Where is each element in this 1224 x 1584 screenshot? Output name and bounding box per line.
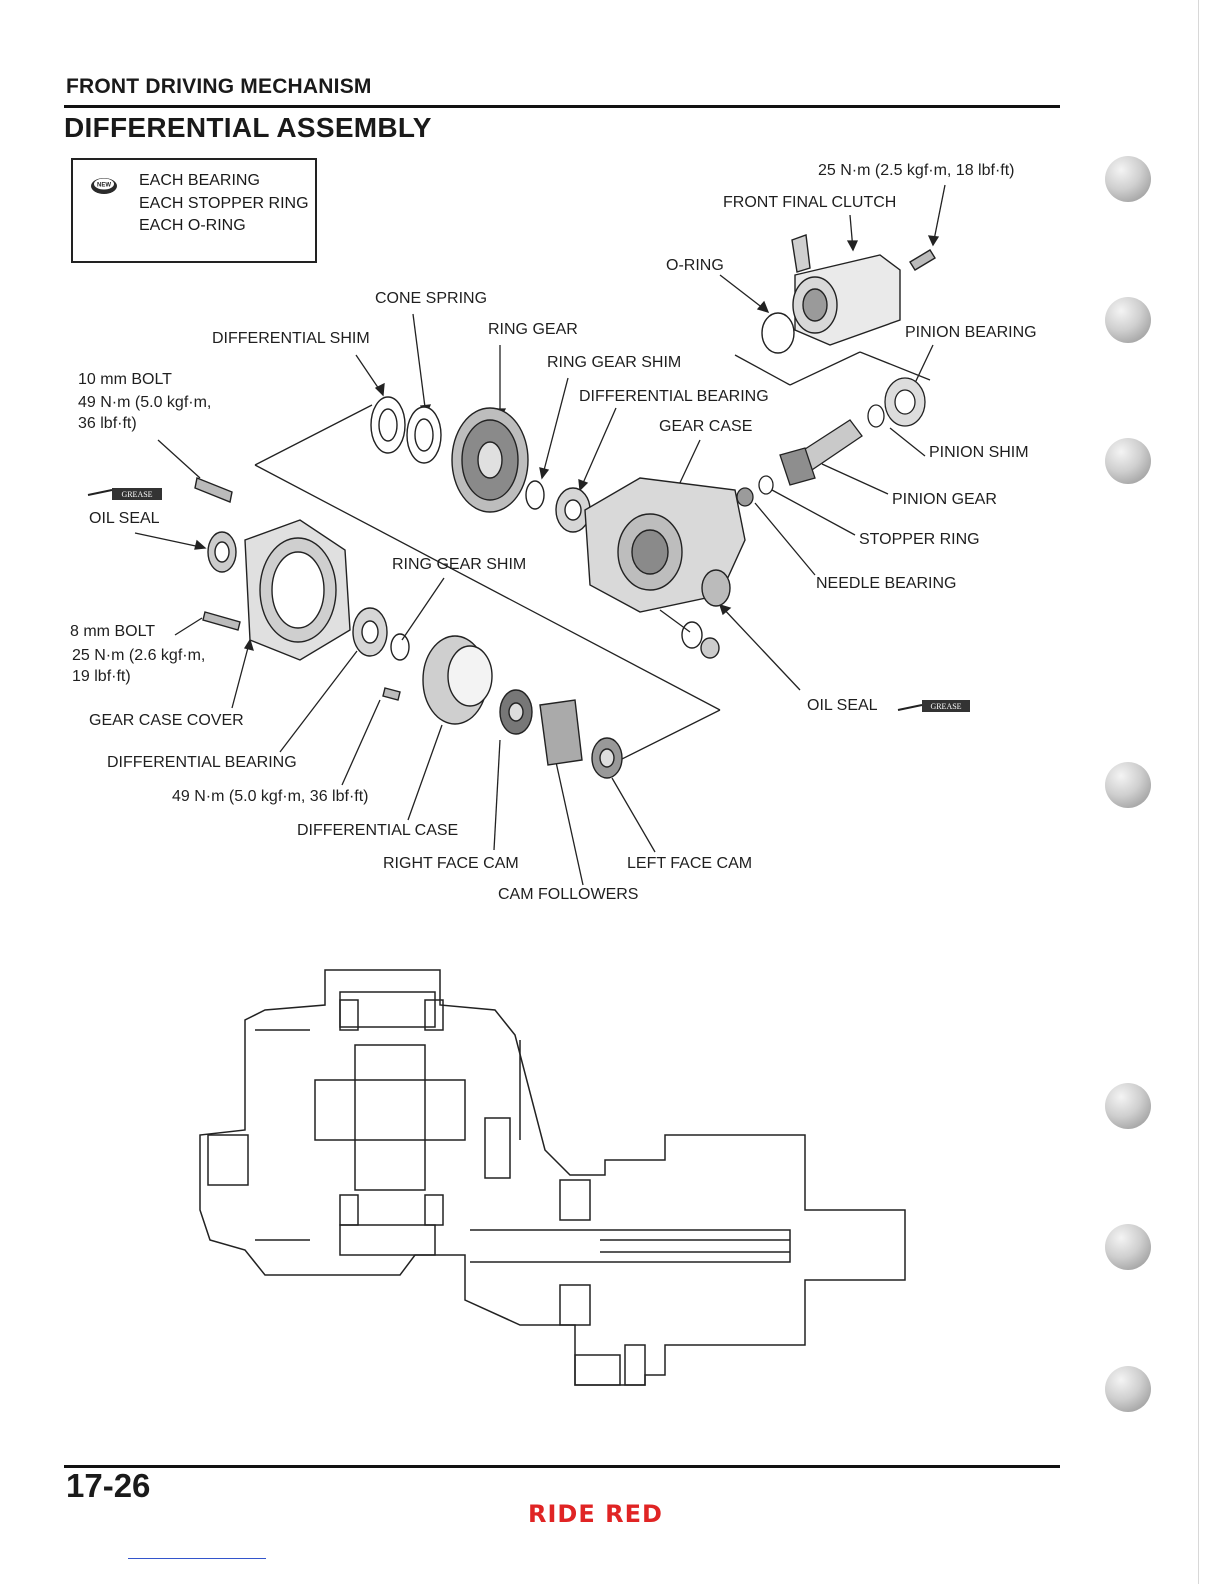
svg-text:GREASE: GREASE bbox=[930, 702, 961, 711]
grease-icon-right: GREASE bbox=[897, 700, 970, 712]
label-differential-shim: DIFFERENTIAL SHIM bbox=[212, 330, 370, 347]
label-gear-case-cover: GEAR CASE COVER bbox=[89, 712, 244, 729]
footer-brand-logo: RIDE RED bbox=[528, 1500, 663, 1528]
binder-hole bbox=[1105, 1366, 1151, 1412]
label-o-ring: O-RING bbox=[666, 257, 724, 274]
label-differential-bearing-top: DIFFERENTIAL BEARING bbox=[579, 388, 769, 405]
label-ring-gear-shim-top: RING GEAR SHIM bbox=[547, 354, 682, 371]
binder-hole bbox=[1105, 1224, 1151, 1270]
new-icon-text: NEW bbox=[97, 183, 111, 189]
label-8mm-bolt-torque-2: 19 lbf·ft) bbox=[72, 668, 131, 685]
note-each-o-ring: EACH O-RING bbox=[139, 217, 246, 234]
label-10mm-bolt-torque-1: 49 N·m (5.0 kgf·m, bbox=[78, 394, 212, 411]
label-pinion-bearing: PINION BEARING bbox=[905, 324, 1037, 341]
label-8mm-bolt-torque-1: 25 N·m (2.6 kgf·m, bbox=[72, 647, 206, 664]
label-differential-case: DIFFERENTIAL CASE bbox=[297, 822, 459, 839]
label-10mm-bolt: 10 mm BOLT bbox=[78, 371, 172, 388]
label-gear-case: GEAR CASE bbox=[659, 418, 753, 435]
label-right-face-cam: RIGHT FACE CAM bbox=[383, 855, 519, 872]
label-cam-followers: CAM FOLLOWERS bbox=[498, 886, 639, 903]
note-each-bearing: EACH BEARING bbox=[139, 172, 260, 189]
label-cone-spring: CONE SPRING bbox=[375, 290, 488, 307]
binder-hole bbox=[1105, 156, 1151, 202]
label-differential-bearing-bottom: DIFFERENTIAL BEARING bbox=[107, 754, 297, 771]
replace-parts-note: NEW EACH BEARING EACH STOPPER RING EACH … bbox=[71, 158, 317, 263]
label-ring-gear: RING GEAR bbox=[488, 321, 578, 338]
page-title: DIFFERENTIAL ASSEMBLY bbox=[64, 112, 432, 143]
new-part-icon: NEW bbox=[91, 178, 117, 194]
grease-icon-left: GREASE bbox=[87, 488, 162, 500]
binder-hole bbox=[1105, 297, 1151, 343]
label-left-face-cam: LEFT FACE CAM bbox=[627, 855, 753, 872]
label-torque-49: 49 N·m (5.0 kgf·m, 36 lbf·ft) bbox=[172, 788, 369, 805]
page-number: 17-26 bbox=[66, 1467, 151, 1504]
note-each-stopper-ring: EACH STOPPER RING bbox=[139, 194, 309, 212]
header-rule bbox=[64, 105, 1060, 108]
label-8mm-bolt: 8 mm BOLT bbox=[70, 623, 156, 640]
footer-link-underline[interactable] bbox=[128, 1558, 266, 1559]
binder-hole bbox=[1105, 1083, 1151, 1129]
binder-hole bbox=[1105, 762, 1151, 808]
label-needle-bearing: NEEDLE BEARING bbox=[816, 575, 957, 592]
page-edge bbox=[1198, 0, 1199, 1584]
label-front-final-clutch: FRONT FINAL CLUTCH bbox=[723, 194, 897, 211]
footer-rule bbox=[64, 1465, 1060, 1468]
svg-text:GREASE: GREASE bbox=[121, 490, 152, 499]
binder-hole bbox=[1105, 438, 1151, 484]
label-torque-clutch: 25 N·m (2.5 kgf·m, 18 lbf·ft) bbox=[818, 162, 1015, 179]
label-stopper-ring: STOPPER RING bbox=[859, 531, 980, 548]
label-pinion-gear: PINION GEAR bbox=[892, 491, 997, 508]
label-oil-seal-left: OIL SEAL bbox=[89, 510, 160, 527]
label-pinion-shim: PINION SHIM bbox=[929, 444, 1029, 461]
section-title: FRONT DRIVING MECHANISM bbox=[66, 75, 372, 98]
label-10mm-bolt-torque-2: 36 lbf·ft) bbox=[78, 415, 137, 432]
label-ring-gear-shim-mid: RING GEAR SHIM bbox=[392, 556, 527, 573]
label-oil-seal-right: OIL SEAL bbox=[807, 697, 878, 714]
